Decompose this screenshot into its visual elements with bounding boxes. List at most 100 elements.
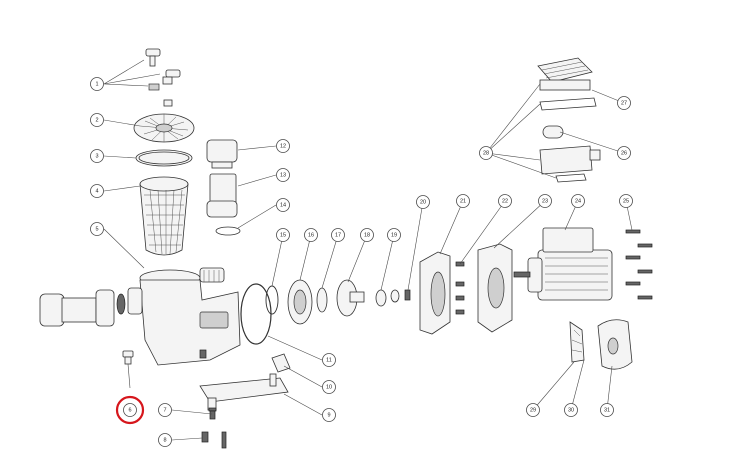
part-motor-bracket: [477, 243, 513, 333]
highlight-ring-part-6: [115, 395, 145, 425]
callout-25: 25: [619, 194, 633, 208]
callout-circle: [360, 228, 374, 242]
callout-circle: [123, 403, 137, 417]
callout-circle: [90, 77, 104, 91]
callout-22: 22: [498, 194, 512, 208]
callout-1: 1: [90, 77, 104, 91]
callout-13: 13: [276, 168, 290, 182]
callout-number: 18: [364, 232, 370, 238]
callout-circle: [498, 194, 512, 208]
callout-14: 14: [276, 198, 290, 212]
callout-circle: [416, 195, 430, 209]
callout-number: 19: [391, 232, 397, 238]
callout-12: 12: [276, 139, 290, 153]
leader-lines: [103, 59, 633, 441]
callout-number: 2: [95, 117, 98, 123]
callout-10: 10: [322, 380, 336, 394]
callout-circle: [276, 228, 290, 242]
callout-3: 3: [90, 149, 104, 163]
callout-20: 20: [416, 195, 430, 209]
part-strainer-lid: [133, 113, 195, 143]
callout-number: 21: [460, 198, 466, 204]
callout-number: 30: [568, 407, 574, 413]
callout-circle: [90, 149, 104, 163]
callout-19: 19: [387, 228, 401, 242]
part-motor: [513, 227, 613, 301]
callout-number: 29: [530, 407, 536, 413]
callout-circle: [90, 222, 104, 236]
callout-number: 12: [280, 143, 286, 149]
callout-7: 7: [158, 403, 172, 417]
callout-30: 30: [564, 403, 578, 417]
callout-circle: [322, 353, 336, 367]
callout-number: 4: [95, 188, 98, 194]
part-screws-base: [201, 407, 227, 449]
callout-26: 26: [617, 146, 631, 160]
callout-number: 15: [280, 232, 286, 238]
callout-number: 22: [502, 198, 508, 204]
callout-6: 6: [123, 403, 137, 417]
part-drawings: [39, 48, 653, 449]
callout-23: 23: [538, 194, 552, 208]
callout-circle: [600, 403, 614, 417]
callout-circle: [322, 408, 336, 422]
callout-number: 9: [327, 412, 330, 418]
callout-number: 5: [95, 226, 98, 232]
part-union-fittings: [39, 289, 126, 327]
callout-24: 24: [571, 194, 585, 208]
part-fan-cover: [597, 319, 633, 370]
callout-27: 27: [617, 96, 631, 110]
callout-circle: [526, 403, 540, 417]
callout-number: 1: [95, 81, 98, 87]
callout-8: 8: [158, 433, 172, 447]
callout-number: 13: [280, 172, 286, 178]
part-pump-base: [199, 373, 289, 411]
part-seal-plate: [419, 251, 451, 335]
callout-circle: [387, 228, 401, 242]
callout-circle: [479, 146, 493, 160]
callout-number: 25: [623, 198, 629, 204]
callout-number: 16: [308, 232, 314, 238]
callout-circle: [331, 228, 345, 242]
part-lid-knobs: [145, 48, 181, 107]
callout-circle: [456, 194, 470, 208]
callout-circle: [304, 228, 318, 242]
callout-number: 3: [95, 153, 98, 159]
callout-number: 23: [542, 198, 548, 204]
callout-4: 4: [90, 184, 104, 198]
callout-circle: [617, 146, 631, 160]
callout-circle: [276, 168, 290, 182]
callout-circle: [619, 194, 633, 208]
callout-circle: [571, 194, 585, 208]
part-union-set: [206, 139, 241, 236]
part-screws-motor: [625, 229, 653, 300]
callout-9: 9: [322, 408, 336, 422]
callout-number: 27: [621, 100, 627, 106]
callout-2: 2: [90, 113, 104, 127]
callout-number: 6: [128, 407, 131, 413]
part-strainer-basket: [139, 176, 189, 256]
callout-circle: [90, 113, 104, 127]
callout-17: 17: [331, 228, 345, 242]
part-bracket: [271, 353, 291, 373]
callout-31: 31: [600, 403, 614, 417]
callout-15: 15: [276, 228, 290, 242]
callout-circle: [90, 184, 104, 198]
part-drain-plug: [122, 350, 134, 365]
callout-number: 7: [163, 407, 166, 413]
callout-28: 28: [479, 146, 493, 160]
part-pump-housing: [127, 267, 241, 366]
callout-number: 20: [420, 199, 426, 205]
callout-18: 18: [360, 228, 374, 242]
part-motor-fan: [569, 321, 585, 363]
part-terminal-box: [537, 57, 601, 183]
callout-21: 21: [456, 194, 470, 208]
callout-number: 10: [326, 384, 332, 390]
callout-circle: [158, 433, 172, 447]
callout-circle: [564, 403, 578, 417]
callout-number: 8: [163, 437, 166, 443]
part-impeller-assembly: [265, 279, 411, 325]
callout-number: 14: [280, 202, 286, 208]
